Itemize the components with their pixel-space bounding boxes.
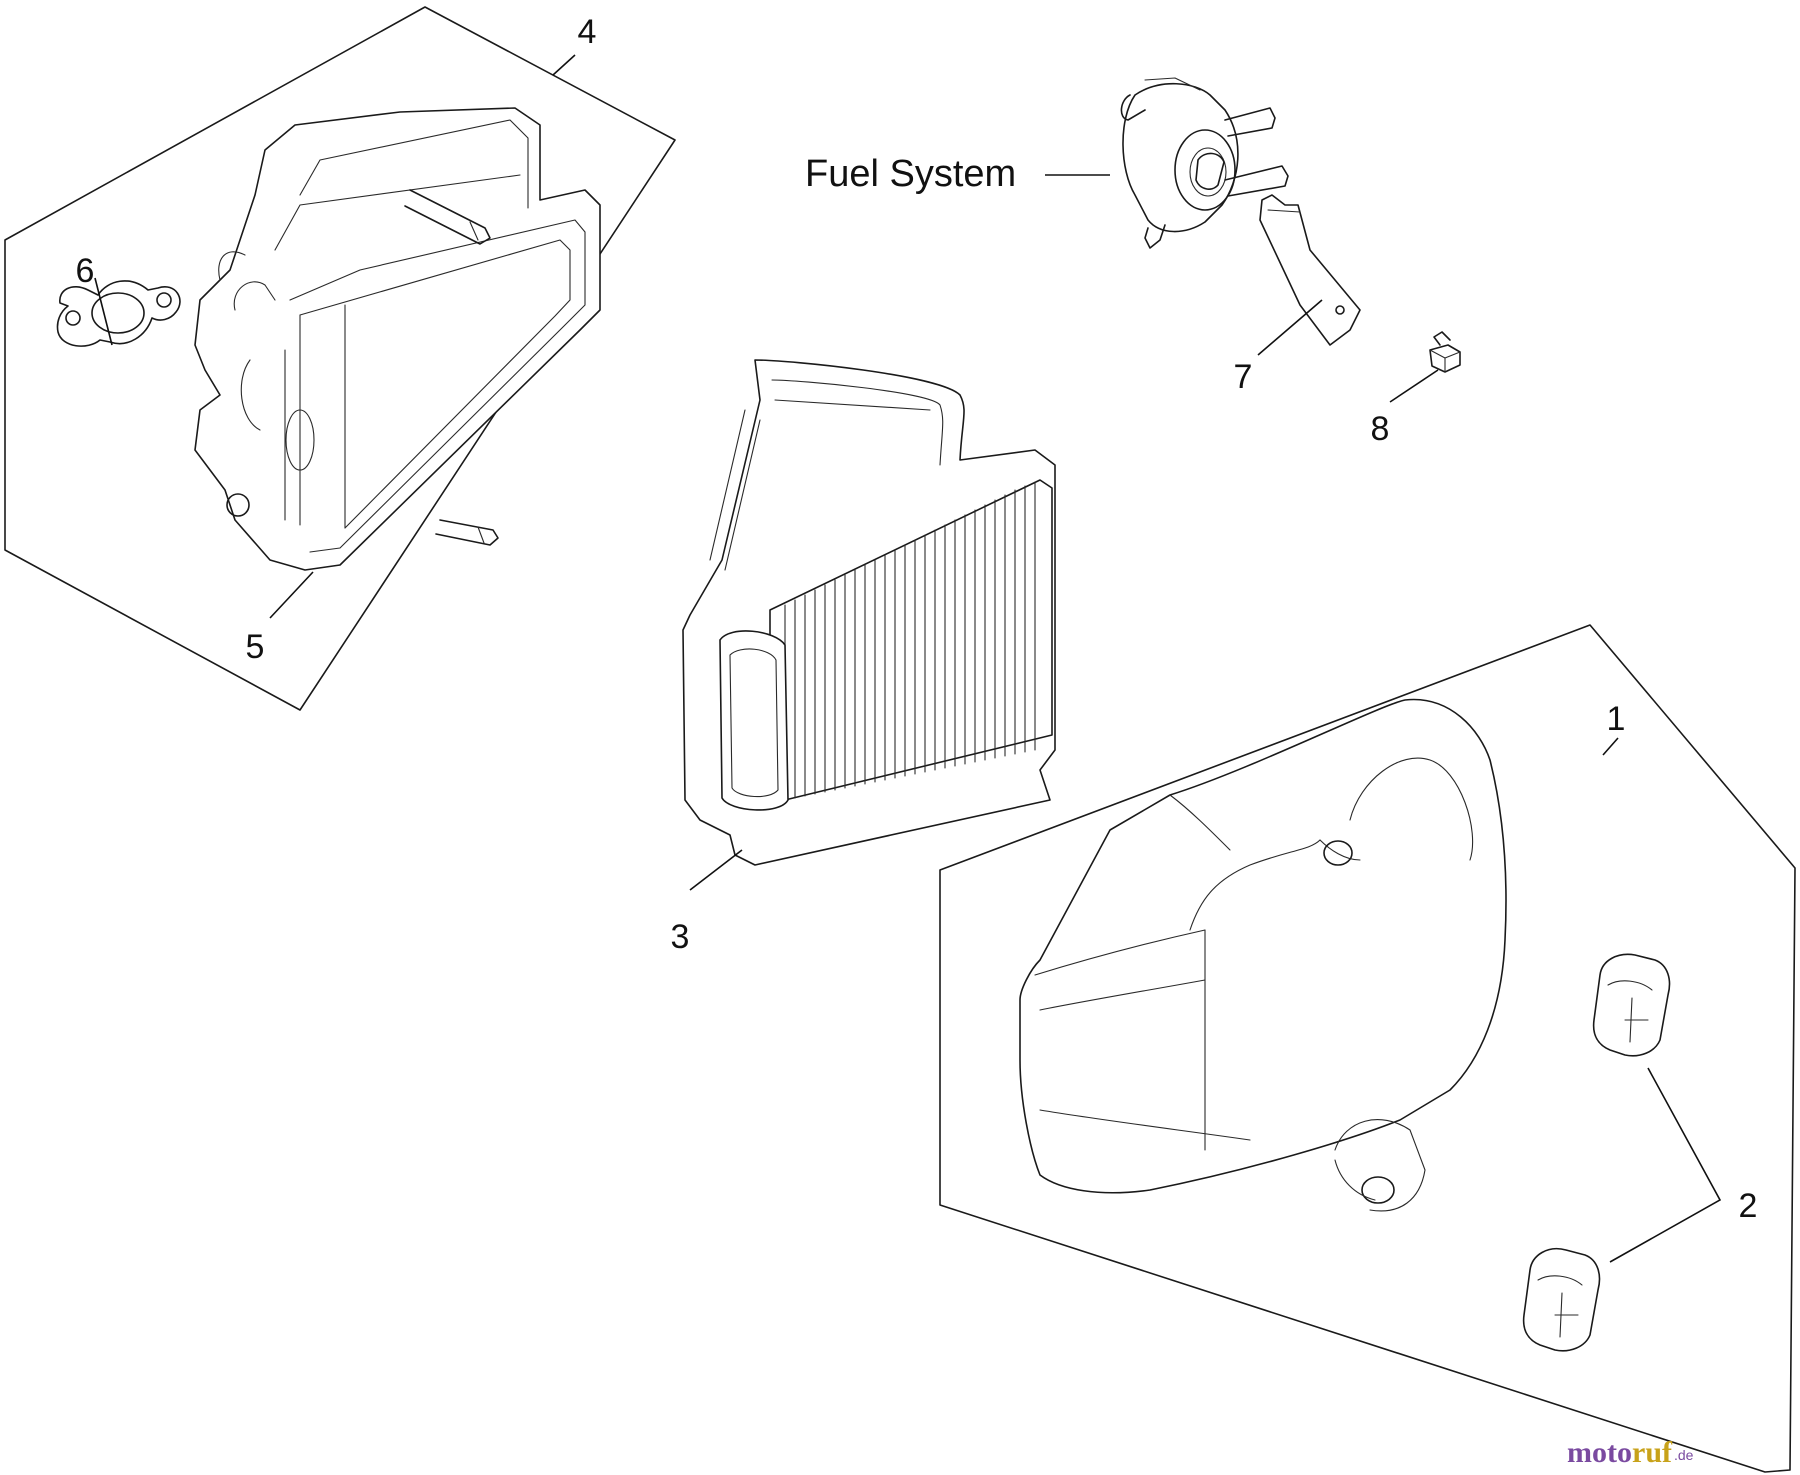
- callout-3: 3: [671, 918, 690, 956]
- bracket-part: [1259, 194, 1361, 346]
- watermark-logo: motoruf .de: [1567, 1436, 1694, 1469]
- svg-text:motoruf: motoruf: [1567, 1436, 1673, 1469]
- callout-5: 5: [246, 628, 265, 666]
- fuel-system-label: Fuel System: [805, 153, 1016, 195]
- leader-lines: [94, 54, 1722, 1263]
- air-cleaner-cover-part: [1019, 698, 1507, 1212]
- callout-8: 8: [1371, 410, 1390, 448]
- watermark-suffix: .de: [1674, 1447, 1694, 1463]
- callouts: 1 2 3 4 5 6 7 8 Fuel System: [76, 13, 1758, 1225]
- callout-7: 7: [1234, 358, 1253, 396]
- knob-part-lower: [1522, 1248, 1601, 1352]
- screw-part: [1429, 331, 1461, 373]
- callout-4: 4: [578, 13, 597, 51]
- kit-box-base: [4, 6, 676, 711]
- fuel-pump-part: [1120, 77, 1289, 249]
- kit-box-cover: [939, 624, 1796, 1473]
- gasket-part: [56, 280, 181, 347]
- air-cleaner-base-part: [194, 107, 601, 571]
- callout-2: 2: [1739, 1187, 1758, 1225]
- knob-part-upper: [1592, 953, 1671, 1057]
- callout-1: 1: [1607, 700, 1626, 738]
- callout-6: 6: [76, 252, 95, 290]
- watermark-part1: moto: [1567, 1436, 1632, 1469]
- air-filter-element-part: [682, 359, 1056, 866]
- watermark-part2: ruf: [1632, 1436, 1673, 1469]
